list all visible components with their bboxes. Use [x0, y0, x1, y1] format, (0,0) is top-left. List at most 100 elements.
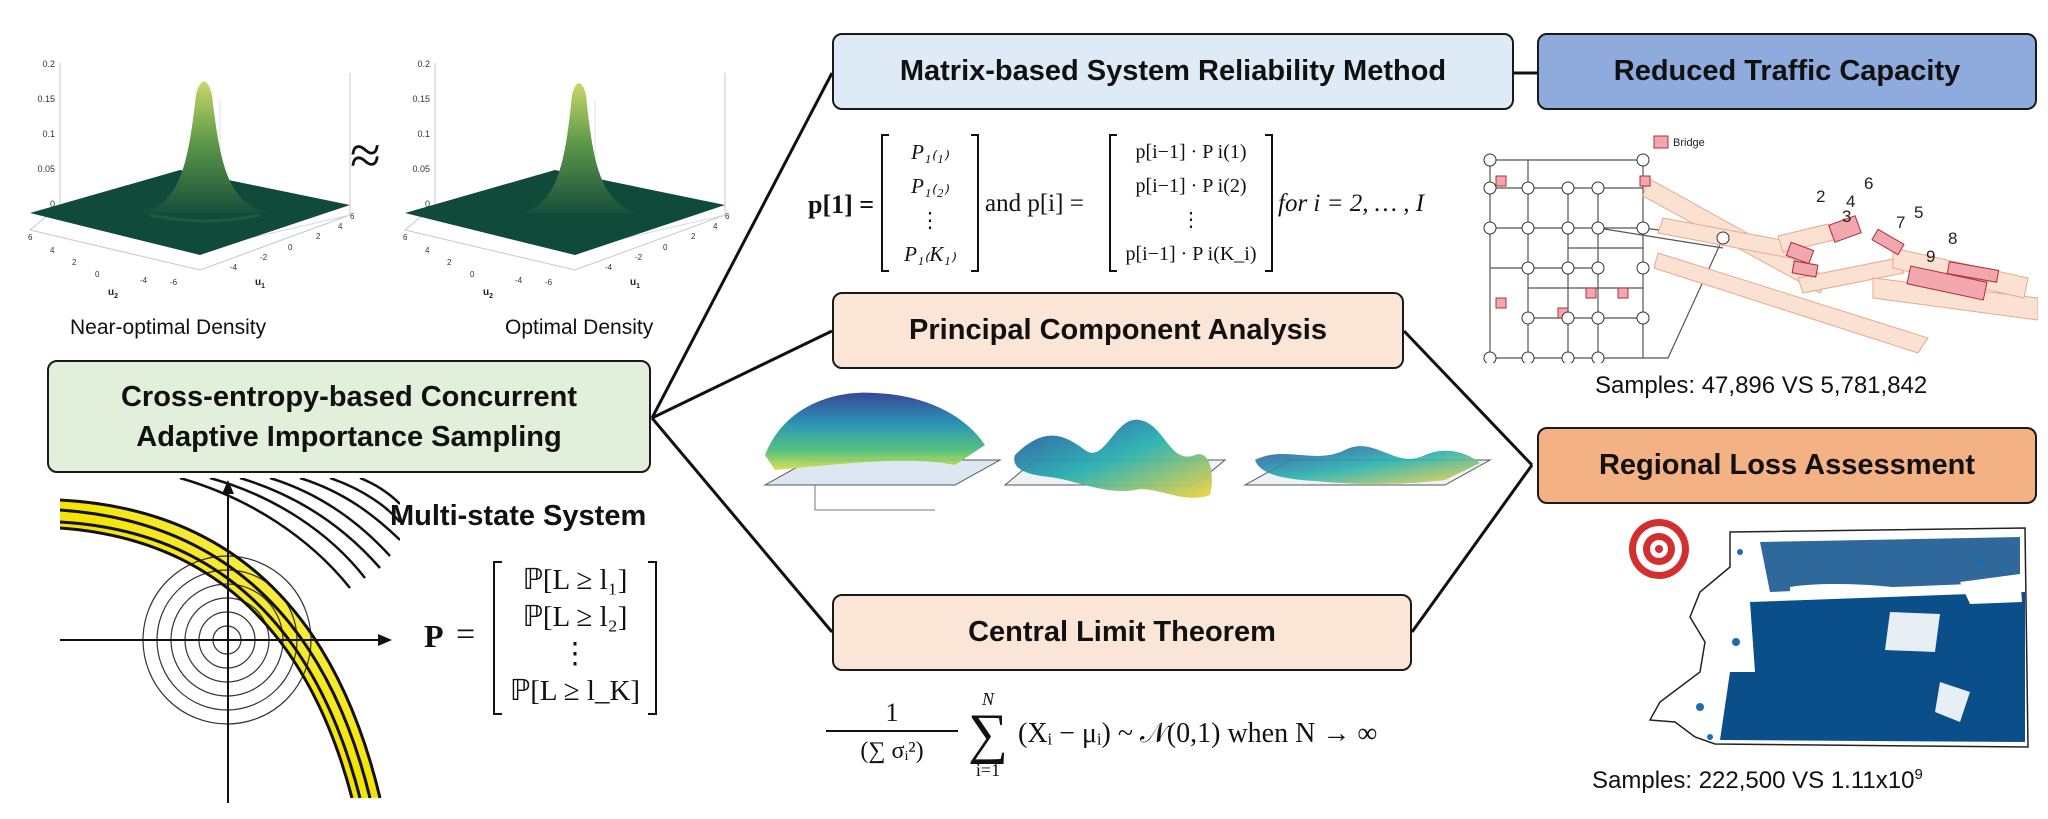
regional-samples: Samples: 222,500 VS 1.11x109	[1592, 766, 1923, 795]
multistate-vector: ℙ[L ≥ l₁] ℙ[L ≥ l₂] ⋮ ℙ[L ≥ l_K]	[490, 560, 660, 716]
msr-vec1-row1: P₁₍₁₎	[911, 140, 949, 164]
svg-text:0: 0	[95, 270, 100, 279]
msr-lhs1: p[1] =	[808, 190, 875, 219]
svg-text:u2: u2	[483, 287, 493, 300]
svg-text:4: 4	[1846, 192, 1855, 211]
regional-box: Regional Loss Assessment	[1537, 427, 2037, 504]
svg-text:6: 6	[725, 212, 730, 221]
pca-eigenfunctions	[755, 385, 1495, 535]
pca-box: Principal Component Analysis	[832, 292, 1404, 369]
traffic-samples: Samples: 47,896 VS 5,781,842	[1595, 372, 1928, 399]
optimal-density-surface: 0.2 0.15 0.1 0.05 0 6 4 2 0 -4 -6 -4 -2 …	[403, 59, 730, 300]
multistate-title: Multi-state System	[390, 500, 647, 532]
svg-text:2: 2	[72, 258, 77, 267]
svg-text:2: 2	[447, 258, 452, 267]
svg-text:4: 4	[338, 222, 343, 231]
optimal-density-plot: 0.2 0.15 0.1 0.05 0 6 4 2 0 -4 -6 -4 -2 …	[395, 55, 735, 305]
clt-sum-symbol: ∑	[968, 703, 1008, 765]
msr-for-text: for i = 2, … , I	[1278, 190, 1425, 217]
svg-text:u1: u1	[255, 277, 265, 290]
approx-symbol: ≈	[350, 125, 381, 187]
svg-text:8: 8	[1948, 229, 1957, 248]
msr-vector-1: P₁₍₁₎ P₁₍₂₎ ⋮ P₁₍K₁₎	[880, 133, 980, 273]
msr-vec2-row2: p[i−1] · P i(2)	[1135, 175, 1247, 197]
multistate-row-2: ℙ[L ≥ l₂]	[522, 601, 628, 633]
svg-text:-6: -6	[170, 278, 178, 287]
pca-mode-3	[1243, 446, 1492, 486]
svg-text:6: 6	[28, 233, 33, 242]
svg-text:0.15: 0.15	[37, 94, 55, 104]
ce-aims-box: Cross-entropy-based Concurrent Adaptive …	[47, 360, 651, 473]
svg-text:6: 6	[403, 233, 408, 242]
svg-text:7: 7	[1896, 213, 1905, 232]
clt-sum-top: N	[981, 689, 994, 709]
near-optimal-density-surface: 0.2 0.15 0.1 0.05 0 6 4 2 0 -4 -6 -4 -2 …	[28, 59, 355, 300]
clt-box: Central Limit Theorem	[832, 594, 1412, 671]
clt-formula: 1 (∑ σᵢ²) N ∑ i=1 (Xᵢ − μᵢ) ~ 𝒩(0,1) whe…	[826, 690, 1466, 800]
near-optimal-density-plot: 0.2 0.15 0.1 0.05 0 6 4 2 0 -4 -6 -4 -2 …	[20, 55, 360, 305]
regional-loss-map	[1640, 522, 2030, 752]
pca-mode-2	[1003, 419, 1227, 498]
svg-text:-2: -2	[260, 253, 268, 262]
svg-text:0.1: 0.1	[42, 129, 55, 139]
svg-text:-2: -2	[635, 253, 643, 262]
svg-text:9: 9	[1926, 247, 1935, 266]
msr-box: Matrix-based System Reliability Method	[832, 33, 1514, 110]
svg-text:u1: u1	[630, 277, 640, 290]
svg-text:-4: -4	[515, 276, 523, 285]
msr-vec1-row4: P₁₍K₁₎	[904, 242, 956, 266]
traffic-box: Reduced Traffic Capacity	[1537, 33, 2037, 110]
svg-text:0.05: 0.05	[412, 164, 430, 174]
svg-text:-6: -6	[545, 278, 553, 287]
multistate-row-3: ⋮	[560, 638, 590, 670]
svg-text:3: 3	[1842, 207, 1851, 226]
msr-vec2-row4: p[i−1] · P i(K_i)	[1125, 243, 1257, 265]
pca-mode-1	[763, 392, 1002, 511]
clt-denominator: (∑ σᵢ²)	[860, 738, 924, 764]
svg-text:u2: u2	[108, 287, 118, 300]
msr-vec1-row2: P₁₍₂₎	[911, 174, 949, 198]
svg-text:0: 0	[425, 199, 430, 209]
svg-text:Bridge: Bridge	[1673, 137, 1705, 149]
svg-text:4: 4	[50, 246, 55, 255]
svg-text:0.1: 0.1	[417, 129, 430, 139]
ce-aims-line2: Adaptive Importance Sampling	[136, 420, 562, 453]
msr-vector-2: p[i−1] · P i(1) p[i−1] · P i(2) ⋮ p[i−1]…	[1108, 133, 1274, 273]
regional-samples-text: Samples: 222,500 VS 1.11x10	[1592, 767, 1915, 794]
svg-text:4: 4	[713, 222, 718, 231]
clt-body: (Xᵢ − μᵢ) ~ 𝒩(0,1) when N → ∞	[1018, 718, 1378, 749]
svg-text:-4: -4	[140, 276, 148, 285]
clt-numerator: 1	[885, 698, 899, 727]
svg-text:5: 5	[1914, 203, 1923, 222]
svg-text:2: 2	[316, 232, 321, 241]
svg-text:0: 0	[288, 243, 293, 252]
msr-vec1-row3: ⋮	[919, 208, 941, 232]
msr-and-text: and p[i] =	[985, 190, 1084, 217]
svg-text:0: 0	[663, 243, 668, 252]
limit-state-diagram	[59, 476, 401, 803]
multistate-row-4: ℙ[L ≥ l_K]	[509, 675, 641, 707]
multistate-row-1: ℙ[L ≥ l₁]	[522, 564, 628, 596]
ce-aims-line1: Cross-entropy-based Concurrent	[120, 380, 577, 413]
svg-text:0.05: 0.05	[37, 164, 55, 174]
multistate-P-symbol: P	[424, 618, 444, 654]
near-optimal-density-label: Near-optimal Density	[70, 316, 267, 339]
svg-text:0: 0	[50, 199, 55, 209]
svg-text:0: 0	[470, 270, 475, 279]
svg-text:6: 6	[1864, 174, 1873, 193]
svg-text:-4: -4	[230, 263, 238, 272]
svg-text:0.2: 0.2	[42, 59, 55, 69]
svg-text:2: 2	[1816, 187, 1825, 206]
svg-text:0.15: 0.15	[412, 94, 430, 104]
traffic-network: Bridge	[1468, 128, 2039, 365]
svg-text:0.2: 0.2	[417, 59, 430, 69]
regional-samples-exponent: 9	[1914, 766, 1923, 783]
msr-vec2-row3: ⋮	[1181, 209, 1201, 231]
clt-sum-bottom: i=1	[975, 760, 1001, 780]
optimal-density-label: Optimal Density	[505, 316, 654, 339]
target-icon	[1628, 518, 1690, 580]
svg-text:2: 2	[691, 232, 696, 241]
msr-vec2-row1: p[i−1] · P i(1)	[1135, 141, 1247, 163]
multistate-equals: =	[456, 616, 476, 653]
